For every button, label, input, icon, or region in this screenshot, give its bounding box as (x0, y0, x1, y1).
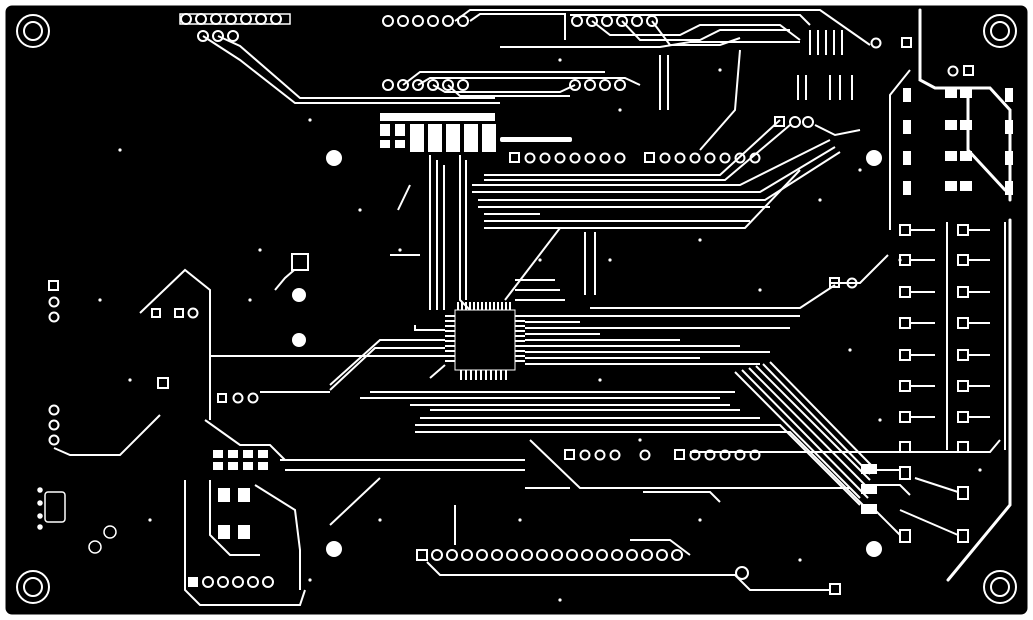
left-cluster (48, 268, 330, 606)
mounting-hole-top-right (983, 14, 1017, 48)
via (148, 518, 152, 522)
header-row-2 (382, 71, 641, 97)
chip-fanout-right (504, 227, 836, 365)
via (558, 598, 562, 602)
via (98, 298, 102, 302)
left-lower-traces (202, 419, 301, 590)
via (818, 198, 822, 202)
via (358, 208, 362, 212)
via (858, 168, 862, 172)
via (398, 248, 402, 252)
ic-header-row (509, 152, 761, 164)
via (898, 258, 902, 262)
via (308, 118, 312, 122)
chip-fanout-left (210, 184, 446, 391)
right-upper-pads (903, 88, 1013, 195)
via (248, 298, 252, 302)
via (638, 438, 642, 442)
usb-footprint (37, 487, 117, 554)
mounting-holes (16, 14, 1017, 604)
via (758, 288, 762, 292)
via (118, 148, 122, 152)
via (518, 518, 522, 522)
via (308, 578, 312, 582)
resistor-array (380, 113, 572, 152)
left-pads (188, 450, 268, 587)
via (798, 558, 802, 562)
via (878, 418, 882, 422)
top-right-components (659, 30, 974, 289)
via (978, 468, 982, 472)
via (558, 58, 562, 62)
via (538, 258, 542, 262)
middle-headers (280, 439, 850, 526)
via (698, 238, 702, 242)
main-bus (429, 119, 841, 311)
header-top-middle (382, 9, 871, 48)
right-connector-column (889, 69, 1006, 453)
mcu-chip (445, 302, 525, 380)
via (848, 348, 852, 352)
mounting-hole-top-left (16, 14, 50, 48)
via (618, 108, 622, 112)
vias (98, 58, 982, 602)
via (608, 258, 612, 262)
via (698, 518, 702, 522)
bottom-header (416, 487, 841, 595)
via (378, 518, 382, 522)
header-top-left (179, 13, 500, 104)
via (258, 248, 262, 252)
via (128, 378, 132, 382)
mounting-hole-bottom-left (16, 570, 50, 604)
via (598, 378, 602, 382)
via (718, 68, 722, 72)
mounting-pads (292, 150, 882, 557)
diagonal-bus (360, 361, 873, 513)
mounting-hole-bottom-right (983, 570, 1017, 604)
lower-right-connector (690, 439, 1001, 543)
